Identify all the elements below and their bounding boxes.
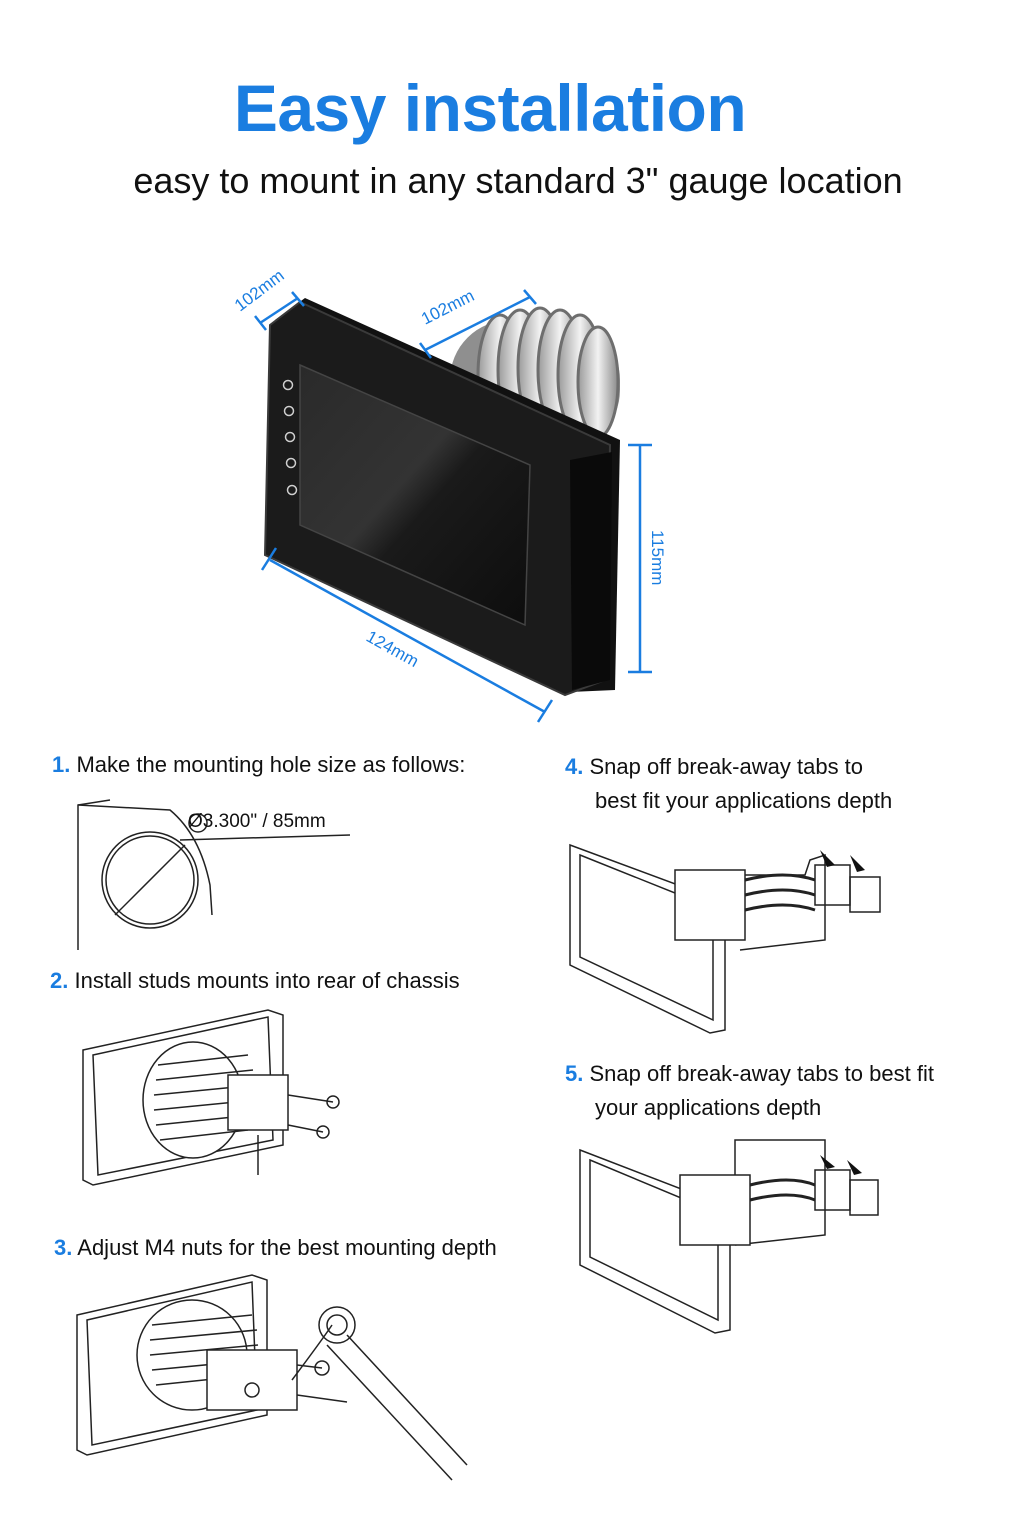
step-text-2: your applications depth	[595, 1095, 822, 1120]
breakaway-tabs-illustration-2	[579, 1139, 879, 1334]
step-number: 1.	[52, 752, 71, 777]
page-title: Easy installation	[233, 71, 747, 145]
device-body	[263, 298, 620, 697]
step-number: 3.	[54, 1235, 73, 1260]
dim-depth-top: 102mm	[231, 266, 288, 315]
page-subtitle: easy to mount in any standard 3" gauge l…	[133, 160, 903, 201]
step-text: Snap off break-away tabs to	[589, 754, 864, 779]
gear-icon	[285, 457, 297, 469]
return-icon	[284, 431, 296, 443]
mounting-hole-illustration: Ø3.300" / 85mm	[77, 799, 351, 950]
step-text: Snap off break-away tabs to best fit	[589, 1061, 934, 1086]
dim-width: 124mm	[363, 627, 422, 671]
step-text: Make the mounting hole size as follows:	[76, 752, 466, 777]
info-icon	[286, 484, 298, 496]
step-5: 5. Snap off break-away tabs to best fit …	[565, 1057, 934, 1125]
step-text-2: best fit your applications depth	[595, 788, 893, 813]
breakaway-tabs-illustration-1	[569, 843, 881, 1034]
dim-height: 115mm	[648, 530, 667, 585]
nuts-adjust-illustration	[76, 1274, 468, 1481]
power-icon	[282, 379, 294, 391]
step-number: 5.	[565, 1061, 584, 1086]
dim-depth-side: 102mm	[418, 286, 477, 329]
step-number: 4.	[565, 754, 584, 779]
step-1: 1. Make the mounting hole size as follow…	[52, 748, 465, 782]
device-illustration: 102mm 102mm 115mm 124mm	[231, 266, 667, 723]
step-4: 4. Snap off break-away tabs to best fit …	[565, 750, 892, 818]
step-text: Adjust M4 nuts for the best mounting dep…	[77, 1235, 497, 1260]
step-text: Install studs mounts into rear of chassi…	[74, 968, 460, 993]
circle-icon	[283, 405, 295, 417]
step-3: 3. Adjust M4 nuts for the best mounting …	[54, 1231, 497, 1265]
hole-size-label: Ø3.300" / 85mm	[188, 811, 326, 832]
step-number: 2.	[50, 968, 69, 993]
step-2: 2. Install studs mounts into rear of cha…	[50, 964, 460, 998]
studs-illustration	[82, 1009, 340, 1186]
